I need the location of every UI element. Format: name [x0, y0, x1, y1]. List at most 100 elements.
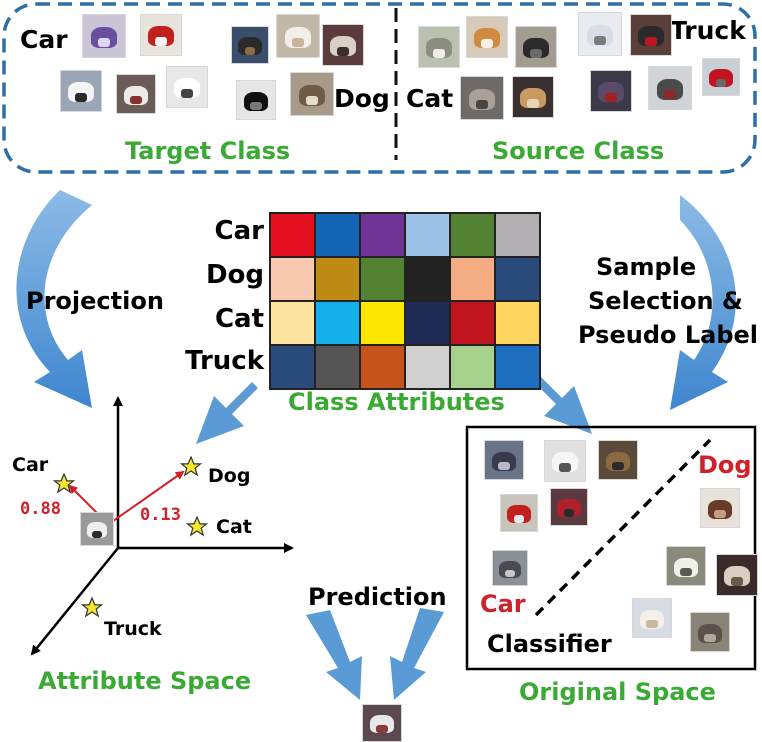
cat-thumbnail	[515, 26, 557, 68]
distance-car: 0.88	[20, 499, 61, 519]
car-thumbnail	[362, 704, 402, 742]
attribute-cell-r1-c3	[406, 258, 449, 300]
original-space-box	[465, 425, 757, 671]
car-thumbnail	[80, 512, 114, 546]
matrix-row-label-dog: Dog	[205, 260, 264, 290]
truck-thumbnail	[648, 66, 692, 110]
attribute-cell-r3-c0	[271, 346, 314, 388]
sample-selection-arrow	[670, 195, 736, 410]
car-thumbnail	[82, 14, 126, 58]
truck-thumbnail	[550, 488, 588, 526]
star-car	[52, 472, 76, 494]
attribute-cell-r3-c3	[406, 346, 449, 388]
projection-arrow	[16, 190, 92, 408]
star-truck	[80, 596, 104, 618]
matrix-row-label-truck: Truck	[185, 346, 264, 376]
prediction-label: Prediction	[308, 583, 447, 611]
cat-thumbnail	[666, 546, 706, 586]
attribute-space-label: Attribute Space	[38, 667, 252, 695]
point-label-dog: Dog	[208, 465, 251, 487]
class-attribute-matrix	[269, 212, 541, 390]
car-thumbnail	[116, 74, 156, 114]
attribute-cell-r1-c4	[451, 258, 494, 300]
attributes-to-attribute-space-arrow	[196, 382, 258, 444]
sample-label-line2: Selection &	[588, 287, 743, 315]
truck-thumbnail	[578, 12, 622, 56]
dog-thumbnail	[290, 72, 334, 116]
attribute-cell-r0-c4	[451, 214, 494, 256]
tag-truck: Truck	[670, 16, 746, 45]
tag-dog: Dog	[334, 84, 390, 113]
point-label-cat: Cat	[216, 516, 252, 538]
attribute-cell-r2-c5	[496, 302, 539, 344]
dog-thumbnail	[231, 26, 269, 64]
attribute-cell-r0-c2	[361, 214, 404, 256]
target-class-label: Target Class	[125, 137, 291, 165]
truck-thumbnail	[492, 550, 528, 586]
car-thumbnail	[544, 440, 586, 482]
attribute-cell-r2-c1	[316, 302, 359, 344]
tag-cat: Cat	[406, 84, 454, 113]
attribute-cell-r2-c4	[451, 302, 494, 344]
sample-label-line1: Sample	[596, 253, 697, 281]
attribute-cell-r1-c5	[496, 258, 539, 300]
original-space-dog-label: Dog	[698, 451, 752, 479]
axis-z	[30, 547, 119, 656]
attribute-cell-r0-c3	[406, 214, 449, 256]
cat-thumbnail	[716, 554, 758, 596]
dog-thumbnail	[322, 24, 364, 66]
car-thumbnail	[60, 70, 102, 112]
attribute-cell-r3-c5	[496, 346, 539, 388]
attribute-cell-r3-c1	[316, 346, 359, 388]
cat-thumbnail	[466, 16, 508, 58]
original-space-label: Original Space	[519, 678, 716, 706]
truck-thumbnail	[484, 440, 524, 480]
matrix-row-label-cat: Cat	[214, 304, 264, 334]
original-space-car-label: Car	[480, 590, 526, 618]
distance-arrow-car	[68, 484, 99, 515]
car-thumbnail	[140, 14, 182, 56]
projection-label: Projection	[26, 287, 164, 315]
tag-car: Car	[20, 25, 68, 54]
dog-thumbnail	[276, 14, 320, 58]
attribute-cell-r0-c1	[316, 214, 359, 256]
classifier-boundary	[534, 438, 712, 617]
class-attributes-label: Class Attributes	[288, 388, 505, 416]
attribute-cell-r1-c1	[316, 258, 359, 300]
attribute-cell-r3-c4	[451, 346, 494, 388]
attributes-to-original-space-arrow	[530, 372, 592, 434]
cat-thumbnail	[460, 76, 504, 120]
distance-arrow-dog	[105, 470, 185, 527]
classifier-label: Classifier	[487, 630, 612, 658]
attribute-cell-r2-c0	[271, 302, 314, 344]
attribute-cell-r2-c2	[361, 302, 404, 344]
prediction-arrow-left	[306, 610, 362, 700]
matrix-row-label-car: Car	[214, 216, 264, 246]
source-class-label: Source Class	[492, 137, 665, 165]
point-label-truck: Truck	[104, 618, 162, 640]
truck-thumbnail	[630, 14, 672, 56]
cat-thumbnail	[690, 612, 730, 652]
class-images-box	[2, 2, 757, 174]
cat-thumbnail	[512, 76, 554, 118]
sample-label-line3: Pseudo Label	[578, 321, 759, 349]
attribute-cell-r1-c0	[271, 258, 314, 300]
attribute-cell-r1-c2	[361, 258, 404, 300]
point-label-car: Car	[12, 454, 49, 476]
attribute-cell-r3-c2	[361, 346, 404, 388]
attribute-cell-r2-c3	[406, 302, 449, 344]
dog-thumbnail	[236, 80, 276, 120]
dog-thumbnail	[632, 598, 672, 638]
attribute-cell-r0-c5	[496, 214, 539, 256]
cat-thumbnail	[418, 26, 460, 68]
dog-thumbnail	[700, 488, 740, 528]
star-dog	[179, 455, 203, 477]
truck-thumbnail	[702, 58, 740, 96]
star-cat	[185, 515, 209, 537]
car-thumbnail	[166, 66, 208, 108]
car-thumbnail	[500, 494, 538, 532]
distance-dog: 0.13	[140, 505, 181, 525]
prediction-arrow-right	[390, 608, 444, 700]
truck-thumbnail	[590, 70, 632, 112]
